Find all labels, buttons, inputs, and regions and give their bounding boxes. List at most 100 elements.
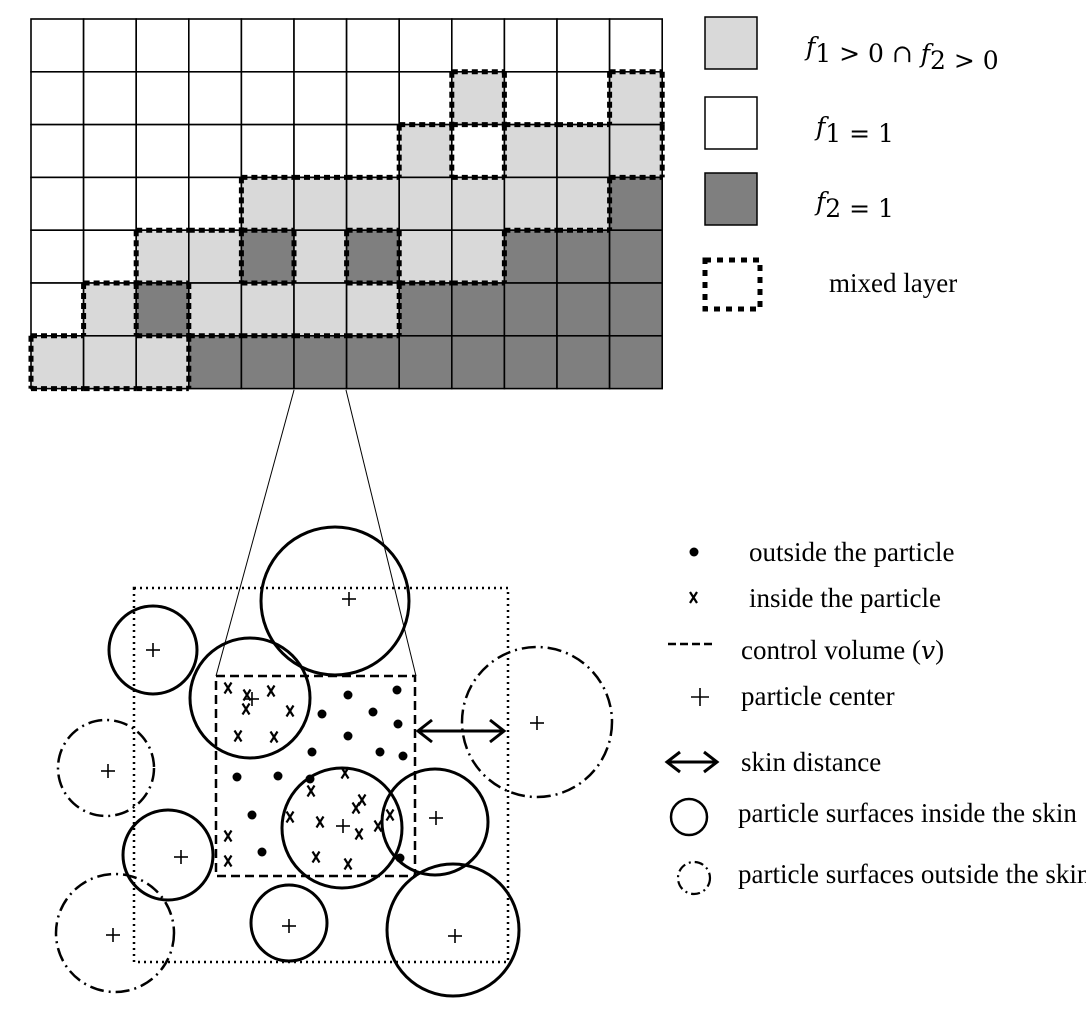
particle-centers (101, 592, 544, 943)
grid-cell (30, 229, 85, 284)
grid-cell (82, 18, 137, 73)
legend-label-mixed-layer: mixed layer (829, 268, 957, 298)
grid-cell (188, 229, 243, 284)
grid-cell (135, 71, 190, 126)
particle-surface-outside (54, 872, 176, 994)
grid-cell (240, 18, 295, 73)
grid-cell (556, 71, 611, 126)
plus-icon (448, 929, 462, 943)
cross-icon (343, 857, 353, 871)
grid-cell (345, 18, 401, 73)
grid-cell (188, 18, 243, 73)
legend-item-mixed-layer: mixed layer (702, 257, 957, 312)
grid-cell (556, 229, 611, 284)
legend-label-phase1: f1 = 1 (814, 112, 894, 148)
grid-cell (608, 176, 663, 231)
grid-cell (135, 18, 190, 73)
plus-icon (101, 764, 115, 778)
dot-icon (375, 747, 385, 757)
dot-icon (257, 847, 267, 857)
grid-cell (188, 334, 243, 390)
grid-cell (240, 282, 295, 337)
zoom-line-right (345, 389, 417, 677)
dot-icon (393, 719, 403, 729)
grid-cell (240, 334, 295, 390)
legend-label-phase2: f2 = 1 (814, 187, 894, 223)
grid-cell (345, 71, 401, 126)
grid-cell (135, 282, 190, 337)
particle-surface-inside (249, 883, 329, 963)
mixed-layer-outline (28, 69, 665, 392)
dot-icon (343, 731, 353, 741)
cross-icon (269, 730, 279, 744)
legend-swatch-phase1 (704, 96, 758, 150)
cross-icon (385, 808, 395, 822)
legend-swatch-phase2 (704, 172, 758, 226)
grid-cell (293, 176, 348, 231)
skin-boundary (132, 586, 510, 964)
plus-icon (429, 811, 443, 825)
particle-surface-inside (107, 604, 199, 696)
grid-cell (450, 334, 506, 390)
grid-cell (293, 123, 348, 179)
dot-icon (307, 747, 317, 757)
grid-cell (503, 71, 558, 126)
grid-cell (345, 334, 401, 390)
legend-bottom: outside the particle inside the particle… (664, 537, 1086, 896)
grid-cell (556, 123, 611, 179)
grid-cell (188, 176, 243, 231)
legend-label-skin-distance: skin distance (741, 747, 881, 777)
cross-icon (311, 850, 321, 864)
grid-cell (345, 282, 401, 337)
grid-cell (608, 18, 663, 73)
cross-icon (223, 681, 233, 695)
grid-cell (82, 282, 137, 337)
cross-icon (354, 827, 364, 841)
grid-cell (30, 176, 85, 231)
cross-icon (315, 815, 325, 829)
particle-surface-outside (56, 718, 156, 818)
cross-icon (266, 684, 276, 698)
grid-cell (398, 229, 453, 284)
grid-cell (30, 71, 85, 126)
phase-grid (30, 18, 663, 390)
grid-cell (82, 334, 137, 390)
dot-icon (343, 690, 353, 700)
grid-cell (345, 123, 401, 179)
dot-icon (398, 751, 408, 761)
cross-icon (233, 729, 243, 743)
grid-cell (135, 229, 190, 284)
grid-cell (293, 71, 348, 126)
grid-cell (608, 123, 663, 179)
inside-points (223, 681, 395, 871)
plus-icon (245, 692, 259, 706)
cross-icon (242, 688, 252, 702)
grid-cell (82, 71, 137, 126)
grid-cell (188, 71, 243, 126)
dot-icon (395, 853, 405, 863)
dot-icon (232, 772, 242, 782)
dot-icon (392, 685, 402, 695)
grid-cell (240, 229, 295, 284)
plus-icon (530, 716, 544, 730)
dot-icon (689, 547, 699, 557)
grid-cell (503, 282, 558, 337)
particle-surface-inside (385, 862, 521, 998)
particle-surface-inside (259, 525, 411, 677)
cross-icon (223, 854, 233, 868)
legend-label-inside-skin: particle surfaces inside the skin (738, 798, 1077, 828)
grid-cell (556, 282, 611, 337)
legend-item-mixed: f1 > 0 ∩ f2 > 0 (704, 16, 999, 75)
grid-cell (450, 176, 506, 231)
grid-cell (30, 18, 85, 73)
grid-cell (556, 176, 611, 231)
dot-icon (317, 709, 327, 719)
plus-icon (282, 919, 296, 933)
grid-cell (398, 18, 453, 73)
legend-label-control-volume: control volume (v) (741, 635, 944, 665)
grid-cell (30, 123, 85, 179)
grid-cell (608, 229, 663, 284)
grid-cell (135, 123, 190, 179)
grid-cell (135, 334, 190, 390)
dashdot-circle-icon (676, 860, 712, 896)
